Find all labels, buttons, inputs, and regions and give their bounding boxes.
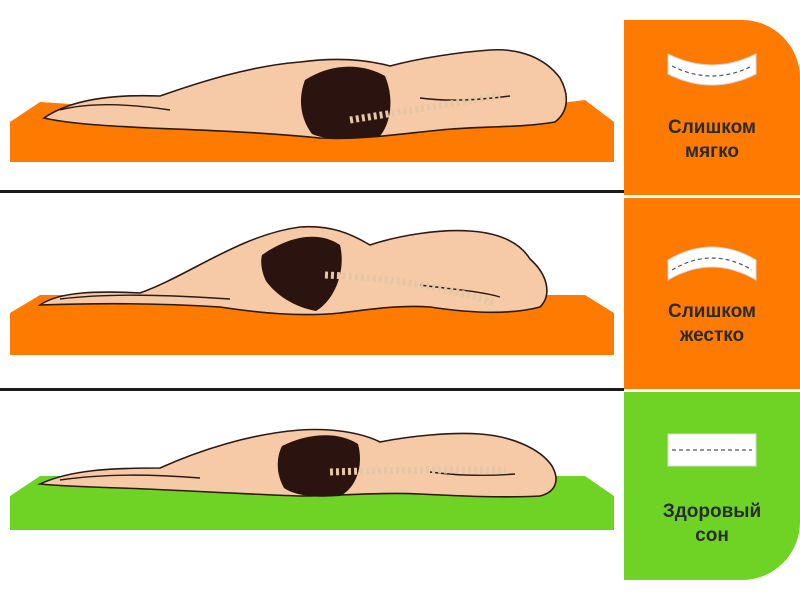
body-figure [37, 225, 548, 316]
panel-cell-healthy: Здоровый сон [624, 392, 800, 580]
row-divider [0, 388, 624, 391]
panel-cell-too-hard: Слишком жестко [624, 198, 800, 389]
illustration-too-hard [0, 195, 620, 385]
body-figure [42, 48, 568, 140]
label-healthy: Здоровый сон [662, 501, 762, 546]
spine [349, 92, 501, 124]
sleeper-on-hard-mattress [10, 225, 614, 355]
panel-cell-too-soft: Слишком мягко [624, 20, 800, 195]
spine-curve-straight-icon [667, 433, 757, 467]
panel-divider [624, 195, 800, 198]
illustration-healthy [0, 392, 620, 582]
sleeper-on-soft-mattress [10, 48, 614, 162]
spine-curve-sagging-icon [667, 53, 757, 86]
panel-divider [624, 389, 800, 392]
spine-curve-arched-icon [667, 246, 757, 281]
illustration-too-soft [0, 0, 620, 190]
spine [324, 271, 497, 307]
row-divider [0, 190, 624, 193]
sleeper-on-good-mattress [10, 428, 614, 530]
label-too-hard: Слишком жестко [668, 301, 756, 346]
comparison-panel: Слишком мягко Слишком жестко Здоровый со… [624, 20, 800, 580]
label-too-soft: Слишком мягко [668, 117, 756, 162]
body-figure [37, 428, 557, 498]
